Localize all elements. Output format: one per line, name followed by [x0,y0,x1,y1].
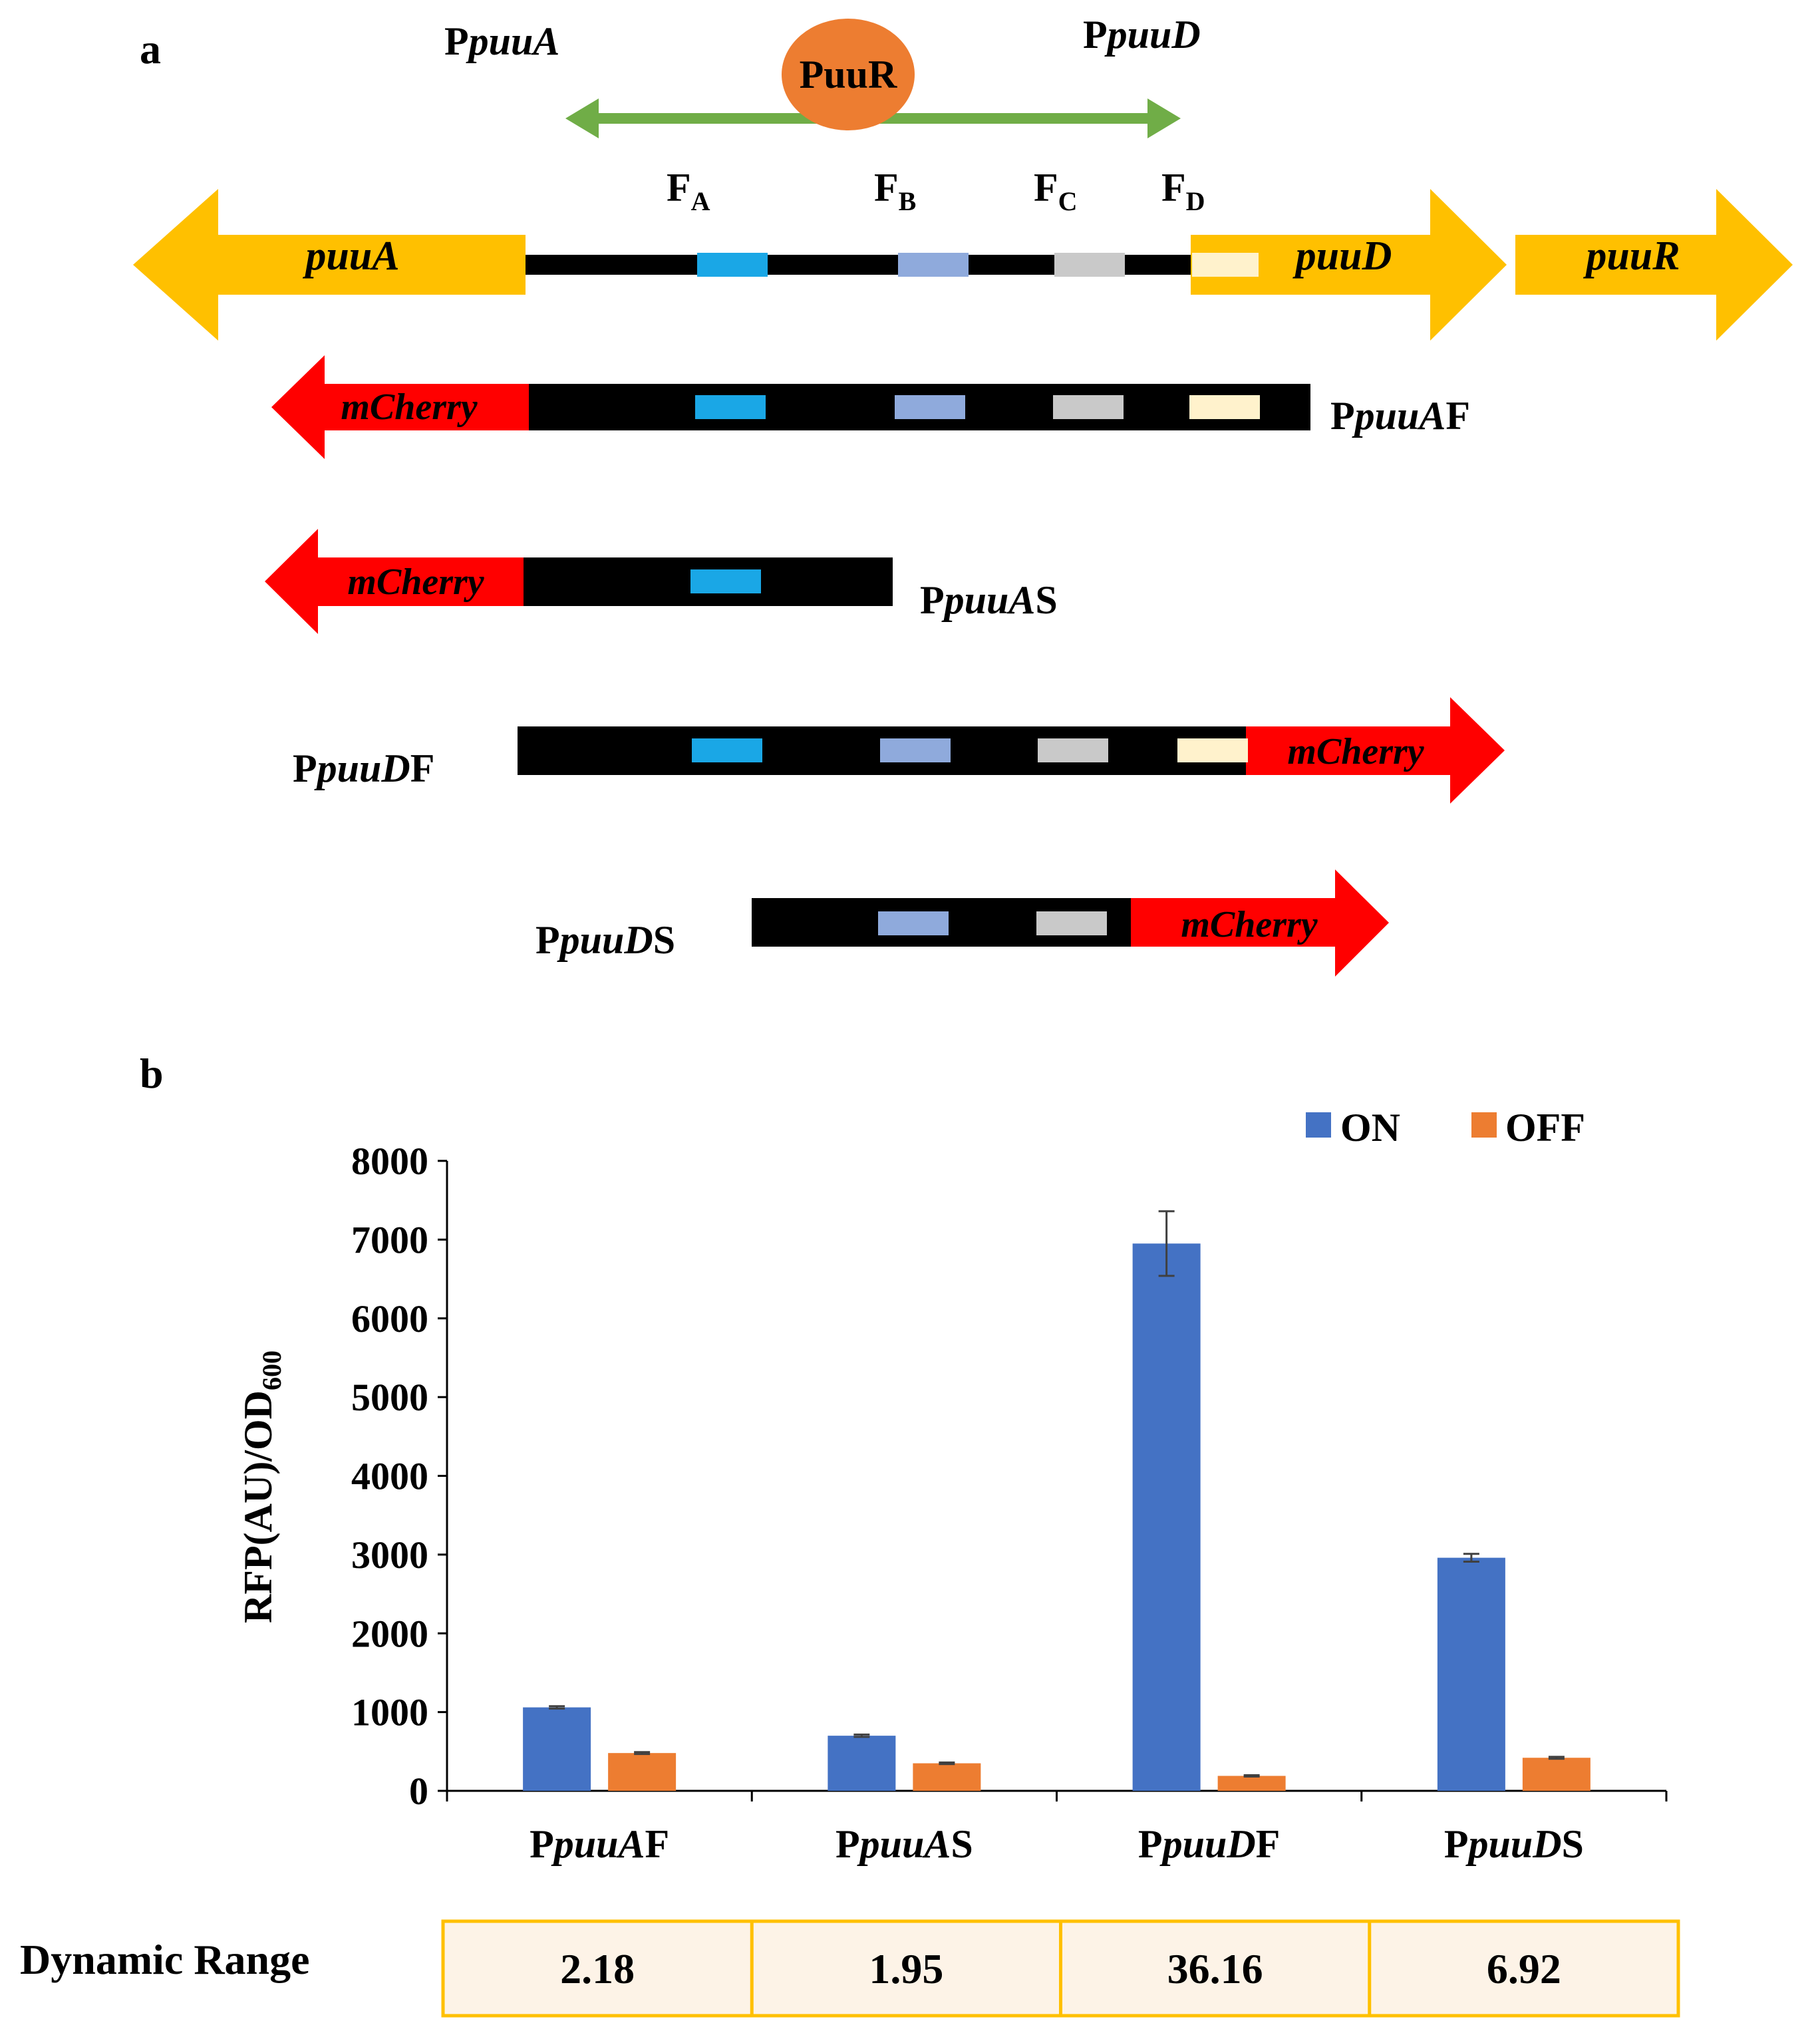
construct-ppuuaf: mCherry PpuuAF [271,355,1470,459]
construct-ppuudf: mCherry PpuuDF [293,697,1505,804]
promoter-left-label: PpuuA [444,19,559,63]
bar-on-1 [523,1707,591,1791]
mcherry-arrow [271,355,529,459]
construct-label: PpuuDF [293,746,434,790]
site-fc [1038,738,1108,762]
gene-puua-label: puuA [302,234,399,279]
bar-off-1 [608,1753,677,1791]
site-fa [695,395,766,419]
construct-ppuuas: mCherry PpuuAS [265,529,1058,634]
panel-b-label: b [140,1050,164,1097]
dynamic-range-table: 2.18 1.95 36.16 6.92 [441,1919,1680,2018]
construct-label: PpuuAS [920,578,1058,622]
y-axis-title: RFP(AU)/OD600 [236,1350,287,1623]
x-category-label: PpuuDF [1138,1822,1280,1866]
mcherry-label: mCherry [1287,731,1424,772]
gene-puud-arrow [1191,189,1507,341]
site-fc [1036,911,1107,935]
site-label-fd: FD [1161,166,1205,216]
bar-on-3 [1132,1243,1201,1791]
dynamic-range-label: Dynamic Range [20,1936,310,1983]
y-tick-label: 2000 [351,1612,428,1655]
site-fa [692,738,762,762]
dynamic-range-value: 6.92 [1487,1945,1561,1992]
mcherry-label: mCherry [347,561,484,603]
panel-a-label: a [140,25,161,73]
legend-label-on: ON [1340,1106,1400,1150]
chart-legend: ON OFF [1306,1106,1585,1150]
construct-ppuuds: mCherry PpuuDS [535,869,1389,977]
gene-puur-label: puuR [1583,234,1680,279]
mcherry-label: mCherry [341,387,478,428]
bar-on-4 [1437,1557,1505,1791]
genomic-locus: puuA puuD puuR [133,189,1793,341]
legend-swatch-on [1306,1112,1331,1138]
site-fa [690,569,761,593]
site-fd [1177,738,1248,762]
y-tick-label: 7000 [351,1218,428,1261]
y-tick-label: 1000 [351,1691,428,1734]
bar-off-3 [1217,1776,1286,1791]
legend-label-off: OFF [1505,1106,1585,1150]
site-fb [895,395,965,419]
legend-swatch-off [1471,1112,1497,1138]
x-category-label: PpuuAF [530,1822,669,1866]
site-fb [898,253,969,277]
site-labels: FA FB FC FD [667,166,1205,216]
promoter-right-label: PpuuD [1083,13,1201,57]
site-fc [1054,253,1125,277]
construct-label: PpuuAF [1330,394,1470,438]
site-label-fa: FA [667,166,710,216]
mcherry-arrow [1246,697,1505,804]
dynamic-range-value: 1.95 [869,1945,943,1992]
dynamic-range-value: 2.18 [560,1945,635,1992]
x-category-label: PpuuAS [835,1822,973,1866]
gene-puud-label: puuD [1292,234,1392,279]
site-label-fb: FB [874,166,916,216]
y-tick-label: 6000 [351,1297,428,1340]
site-label-fc: FC [1034,166,1078,216]
gene-puua-arrow [133,189,526,341]
dynamic-range-value: 36.16 [1167,1945,1263,1992]
y-tick-label: 5000 [351,1376,428,1419]
mcherry-label: mCherry [1181,904,1318,945]
site-fb [880,738,951,762]
site-fd [1189,395,1260,419]
site-fb [878,911,949,935]
site-fd [1192,253,1259,277]
y-tick-label: 4000 [351,1455,428,1498]
mcherry-arrow [1131,869,1389,977]
bar-on-2 [828,1736,896,1791]
bar-off-2 [913,1763,981,1791]
bar-off-4 [1522,1758,1591,1791]
y-tick-label: 8000 [351,1140,428,1183]
gene-puur-arrow [1515,189,1793,341]
site-fa [697,253,768,277]
x-category-label: PpuuDS [1444,1822,1584,1866]
puur-protein [782,19,915,130]
y-tick-label: 3000 [351,1533,428,1577]
site-fc [1053,395,1124,419]
construct-label: PpuuDS [535,918,675,962]
mcherry-arrow [265,529,524,634]
y-tick-label: 0 [409,1770,428,1813]
puur-protein-label: PuuR [800,53,897,96]
